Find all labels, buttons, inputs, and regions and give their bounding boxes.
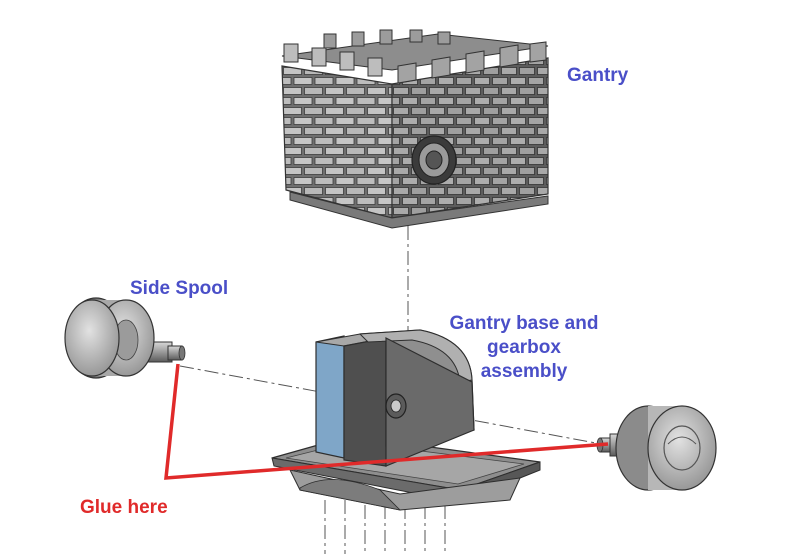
gantry-base-assembly	[271, 329, 541, 511]
left-side-spool	[64, 297, 186, 379]
label-glue-here: Glue here	[80, 497, 168, 518]
label-gantry-base: Gantry base and gearbox assembly	[432, 312, 616, 384]
label-gantry-base-line2: gearbox	[487, 337, 561, 358]
gearbox-blue-side	[315, 335, 345, 459]
gantry-tower	[281, 29, 549, 229]
gantry-gear-window	[411, 135, 457, 185]
right-side-spool	[596, 405, 717, 491]
gantry-side-face	[391, 57, 549, 219]
glue-indicator-line	[164, 363, 609, 480]
gearbox-front	[343, 337, 387, 467]
right-spool-hub	[663, 425, 701, 471]
label-gantry: Gantry	[567, 65, 629, 86]
label-gantry-base-line1: Gantry base and	[449, 313, 599, 334]
label-side-spool: Side Spool	[130, 278, 229, 299]
label-gantry-base-line3: assembly	[480, 361, 568, 382]
